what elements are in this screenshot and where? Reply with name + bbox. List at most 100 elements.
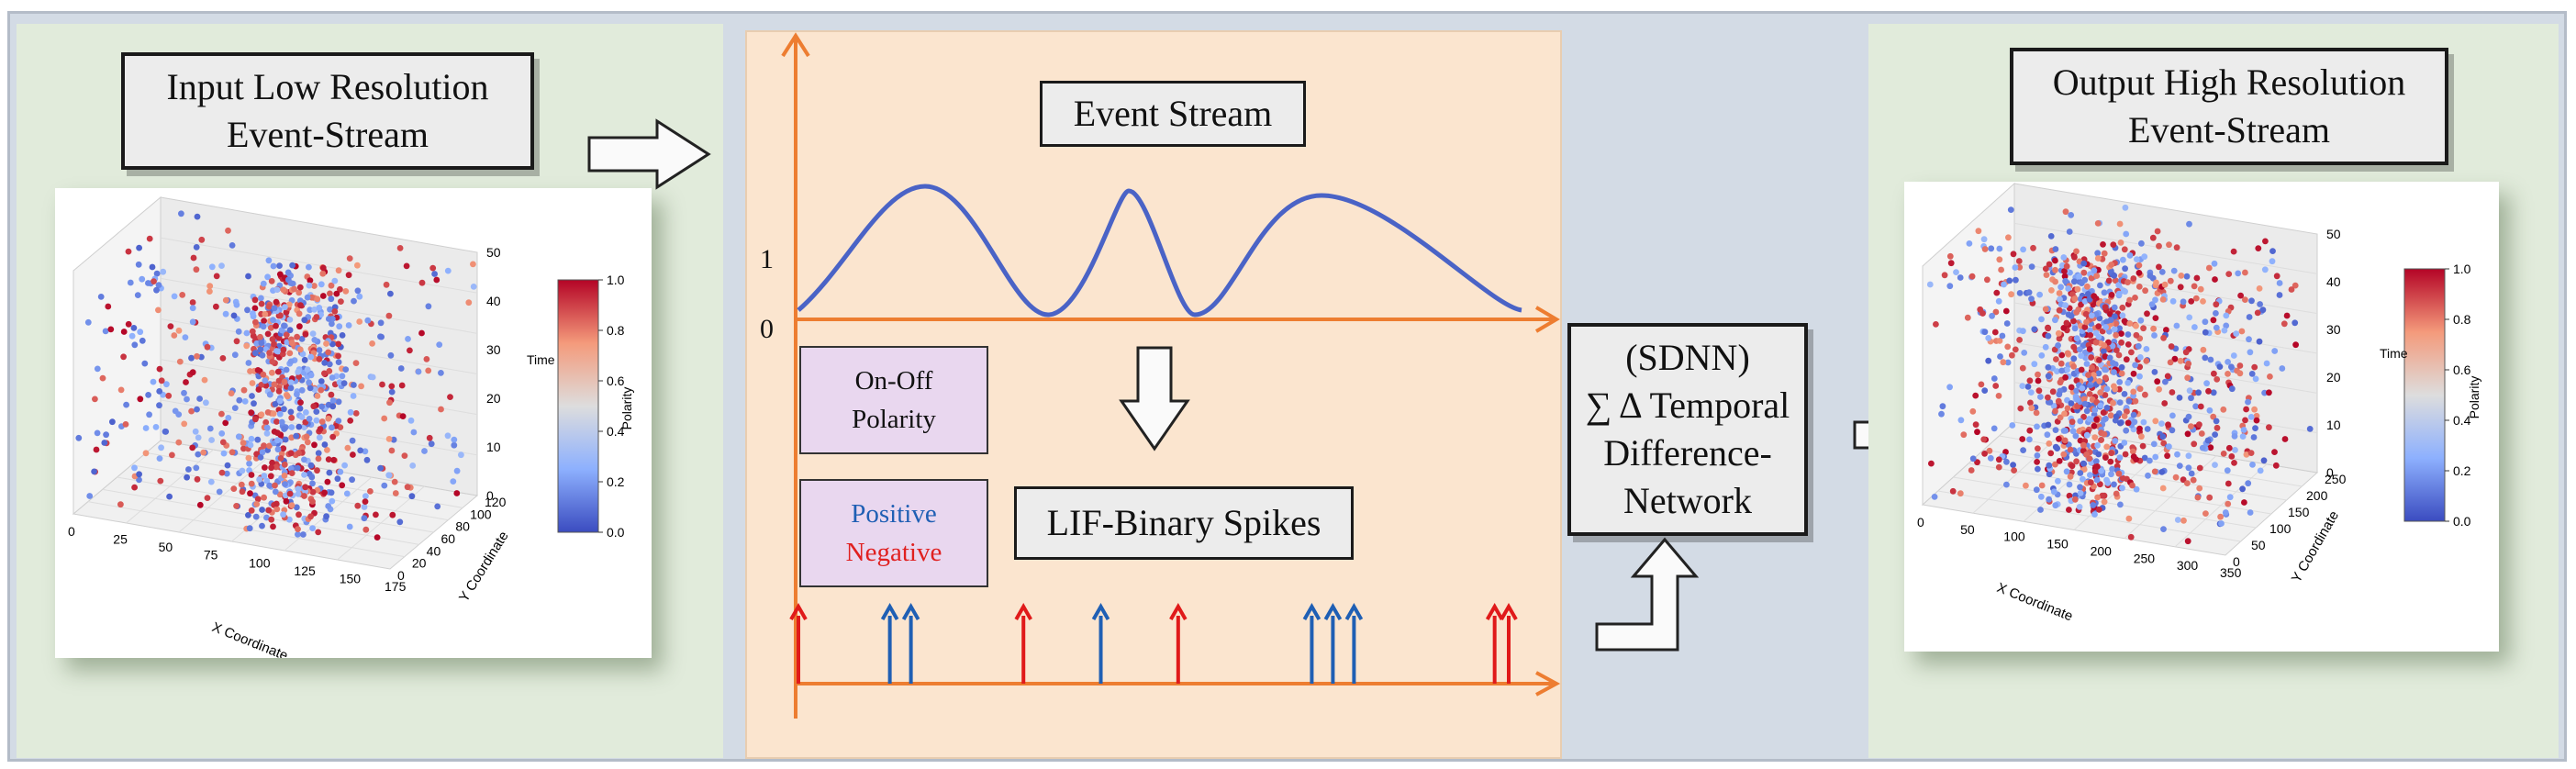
scatter-point [156, 402, 162, 409]
scatter-point [146, 411, 152, 418]
scatter-point [2105, 277, 2113, 284]
scatter-point [2070, 278, 2078, 285]
scatter-point [2202, 354, 2209, 362]
scatter-point [337, 468, 344, 475]
scatter-point [349, 476, 355, 484]
scatter-point [339, 332, 346, 339]
scatter-point [1995, 297, 2002, 305]
z-tick-label: 20 [2326, 370, 2341, 384]
scatter-point [1966, 240, 1973, 247]
scatter-point [2071, 253, 2078, 261]
scatter-point [262, 418, 270, 426]
scatter-point [319, 264, 327, 272]
scatter-point [246, 525, 253, 532]
scatter-point [130, 325, 138, 331]
scatter-point [426, 434, 433, 441]
scatter-point [388, 383, 396, 390]
scatter-point [2087, 479, 2094, 486]
scatter-point [1969, 407, 1977, 415]
scatter-point [2064, 350, 2071, 357]
scatter-point [275, 377, 283, 384]
scatter-point [296, 405, 304, 412]
scatter-point [2003, 458, 2010, 465]
scatter-point [444, 432, 452, 440]
scatter-point [2144, 310, 2150, 318]
scatter-point [2068, 212, 2075, 218]
scatter-point [282, 304, 288, 311]
scatter-point [438, 370, 444, 376]
scatter-point [297, 302, 304, 309]
scatter-point [339, 482, 346, 489]
lif-diagram-svg [781, 32, 1561, 719]
scatter-point [2046, 440, 2053, 447]
scatter-point [2186, 314, 2193, 321]
scatter-point [2026, 436, 2033, 443]
scatter-point [2112, 277, 2119, 284]
scatter-point [233, 503, 240, 509]
scatter-point [2137, 317, 2145, 324]
z-tick-label: 0 [486, 488, 494, 503]
scatter-point [298, 336, 306, 342]
scatter-point [2171, 355, 2179, 362]
scatter-point [2245, 480, 2252, 487]
scatter-point [254, 367, 262, 373]
grid-line [2013, 222, 2318, 274]
scatter-point [2098, 437, 2105, 443]
scatter-point [295, 368, 302, 375]
scatter-point [2170, 267, 2178, 274]
scatter-point [2237, 292, 2244, 299]
scatter-point [145, 280, 151, 286]
scatter-point [266, 350, 273, 356]
scatter-point [2206, 407, 2214, 414]
scatter-point [298, 414, 306, 420]
scatter-point [2122, 288, 2128, 295]
scatter-point [2057, 295, 2063, 303]
scatter-point [175, 327, 183, 334]
scatter-point [309, 525, 316, 531]
scatter-point [2070, 343, 2078, 351]
scatter-point [2199, 444, 2206, 451]
scatter-point [2205, 387, 2212, 395]
x-tick-label: 50 [159, 540, 173, 554]
scatter-point [2066, 228, 2073, 235]
scatter-point [458, 451, 464, 459]
scatter-point [201, 376, 208, 384]
scatter-point [2002, 449, 2009, 455]
scatter-point [1980, 436, 1988, 443]
scatter-point [99, 374, 106, 382]
scatter-point [351, 382, 357, 388]
scatter-point [213, 273, 220, 280]
scatter-point [2108, 471, 2114, 478]
scatter-point [2094, 463, 2101, 470]
colorbar-tick-label: 0.0 [607, 525, 625, 540]
scatter-point [255, 386, 262, 393]
scatter-point [228, 390, 235, 396]
scatter-point [398, 382, 406, 389]
scatter-point [2246, 336, 2252, 343]
scatter-point [399, 413, 407, 419]
scatter-point [2057, 360, 2065, 367]
scatter-point [266, 482, 273, 489]
scatter-point [273, 418, 280, 425]
scatter-point [2262, 238, 2269, 245]
scatter-point [354, 287, 362, 295]
scatter-point [301, 472, 307, 478]
scatter-point [307, 277, 314, 284]
scatter-point [1996, 338, 2003, 344]
output-y-axis-label: Y Coordinate [2289, 508, 2342, 585]
scatter-point [2037, 394, 2044, 400]
scatter-point [2113, 347, 2120, 353]
scatter-point [2131, 418, 2138, 426]
scatter-point [2006, 277, 2013, 284]
scatter-point [2132, 362, 2138, 369]
spike-arrowhead-icon [1485, 602, 1504, 620]
grid-line [146, 451, 463, 508]
scatter-point [2156, 242, 2162, 250]
z-tick-label: 20 [486, 391, 501, 406]
vertical-axis-arrowhead-icon [781, 32, 810, 58]
scatter-point [2071, 295, 2079, 303]
scatter-point [2083, 407, 2091, 415]
y-tick-label: 100 [470, 507, 492, 521]
scatter-point [273, 286, 281, 293]
scatter-point [2073, 248, 2080, 255]
